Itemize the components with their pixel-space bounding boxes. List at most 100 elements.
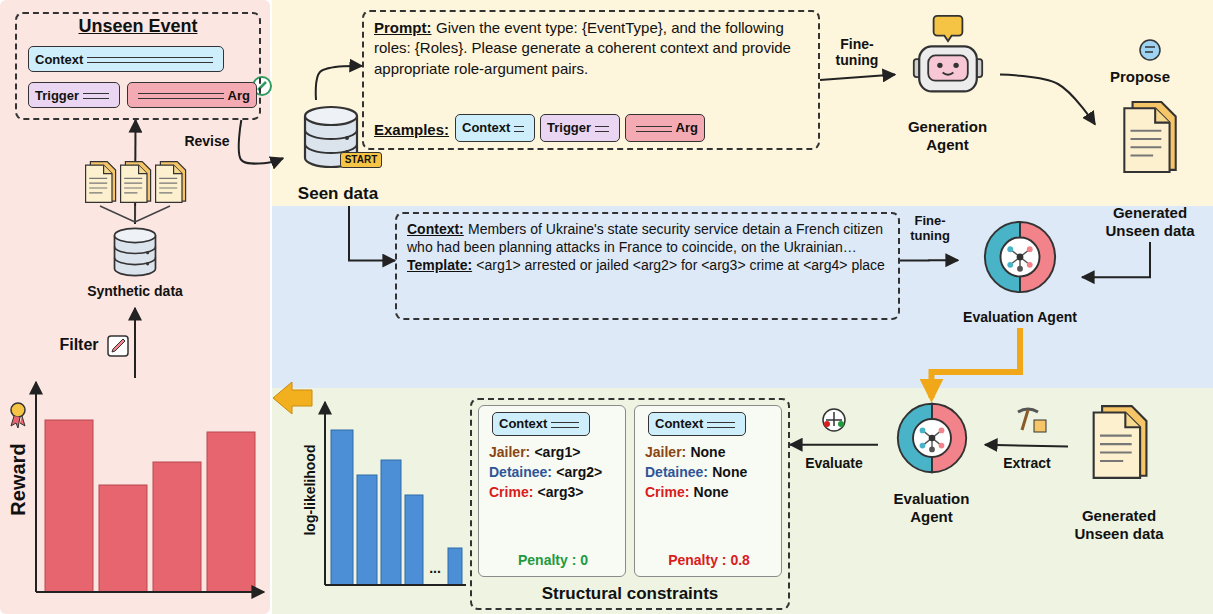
- data-node: Generated Unseen data: [1095, 95, 1205, 242]
- text-row: Penalty : 0.8: [645, 550, 773, 570]
- node-text: <arg1> arrested or jailed <arg2> for <ar…: [476, 257, 885, 273]
- text-row: Evaluation Agent: [878, 490, 985, 526]
- connector: [349, 206, 395, 261]
- evaluate-icon: [823, 409, 845, 431]
- node-text: Penalty : 0.8: [645, 550, 773, 570]
- node-text: Generated Unseen data: [1074, 507, 1163, 542]
- text-lines: [87, 53, 213, 65]
- text-row: Jailer:None: [645, 442, 773, 462]
- agent-node: Generation Agent: [895, 8, 1000, 156]
- plain-label: Filter: [52, 336, 106, 354]
- text-row: Evaluation Agent: [963, 309, 1077, 326]
- node-text: None: [694, 484, 729, 500]
- text-row: Unseen Event: [78, 16, 197, 37]
- data-node: Generated Unseen data: [1068, 400, 1170, 545]
- document-icon: [86, 162, 116, 203]
- node-text: <arg1>: [534, 444, 580, 460]
- node-text: Members of Ukraine's state security serv…: [407, 221, 883, 255]
- text-row: Arg: [228, 88, 250, 103]
- node-text: <arg2>: [556, 464, 602, 480]
- document-icon: [1094, 406, 1147, 478]
- text-lines: [514, 122, 524, 134]
- node-text: Jailer:: [489, 444, 530, 460]
- node-text: Detainee:: [489, 464, 552, 480]
- text-row: Context:Members of Ukraine's state secur…: [407, 220, 888, 256]
- trigger-box: Trigger: [540, 114, 620, 142]
- text-row: Synthetic data: [87, 283, 183, 300]
- prompt-box: Prompt:Given the event type: {EventType}…: [362, 10, 820, 150]
- text-row: Context: [655, 414, 703, 434]
- reward-chart: [11, 382, 264, 592]
- node-text: Unseen Event: [78, 16, 197, 36]
- text-row: Prompt:Given the event type: {EventType}…: [374, 18, 808, 79]
- text-row: Jailer:<arg1>: [489, 442, 617, 462]
- connector: [1082, 242, 1150, 277]
- robot-icon: [914, 16, 982, 92]
- node-text: Arg: [228, 88, 250, 103]
- edge-label: Fine-tuning: [827, 36, 887, 68]
- context-box: Context: [492, 412, 590, 436]
- text-row: Trigger: [547, 119, 591, 137]
- document-icon: [121, 162, 151, 203]
- edge-label: Revise: [180, 133, 234, 149]
- text-row: Context: [462, 119, 510, 137]
- node-text: Generated Unseen data: [1105, 204, 1194, 239]
- event-box: Unseen EventContextTrigger Arg: [15, 12, 261, 120]
- extract-icon: [1018, 409, 1046, 432]
- edge-label: Extract: [994, 455, 1060, 471]
- text-row: Generation Agent: [895, 118, 1000, 154]
- text-row: Context: [499, 414, 547, 434]
- text-row: Detainee:<arg2>: [489, 462, 617, 482]
- text-lines: [595, 122, 609, 134]
- text-row: Crime:<arg3>: [489, 482, 617, 502]
- loglik-chart: [325, 402, 466, 585]
- text-row: Trigger: [35, 88, 79, 103]
- text-lines: [551, 418, 579, 430]
- node-text: Arg: [676, 120, 698, 135]
- edge-label: Propose: [1105, 68, 1175, 85]
- node-text: Trigger: [547, 120, 591, 135]
- node-text: Evaluation Agent: [963, 309, 1077, 325]
- connector: [900, 259, 958, 261]
- filter-arrow: [134, 308, 136, 378]
- propose-icon: [1140, 40, 1160, 60]
- connector: [985, 445, 1068, 447]
- node-text: Context: [655, 416, 703, 431]
- synthetic-docs: [86, 162, 186, 222]
- database-node: Synthetic data: [80, 224, 190, 302]
- brain-icon: [898, 404, 966, 472]
- node-text: Prompt:: [374, 19, 432, 36]
- text-row: Detainee:None: [645, 462, 773, 482]
- node-text: Structural constraints: [542, 584, 719, 603]
- extraction-card: Jailer:NoneDetainee:NoneCrime:NonePenalt…: [634, 405, 782, 577]
- node-text: Trigger: [35, 88, 79, 103]
- node-text: Synthetic data: [87, 283, 183, 299]
- text-row: Seen data: [298, 184, 378, 204]
- text-row: Generated Unseen data: [1068, 507, 1170, 543]
- pencil-icon: [108, 336, 128, 356]
- connector: [820, 75, 895, 80]
- connector: [239, 120, 283, 164]
- brain-icon: [985, 222, 1055, 292]
- text-row: Penalty : 0: [489, 550, 617, 570]
- connector: [790, 444, 878, 446]
- edge-label: Evaluate: [798, 455, 870, 471]
- node-text: Context: [35, 52, 83, 67]
- text-lines: [707, 418, 735, 430]
- edge-label: Fine-tuning: [902, 214, 958, 244]
- constraints-box: Structural constraintsJailer:<arg1>Detai…: [470, 398, 790, 610]
- text-row: Crime:None: [645, 482, 773, 502]
- plain-label: Reward: [7, 440, 30, 520]
- node-text: Examples:: [374, 121, 449, 138]
- node-text: Jailer:: [645, 444, 686, 460]
- agent-node: Evaluation Agent: [878, 398, 985, 528]
- plain-label: log-likelihood: [302, 435, 318, 545]
- plain-label: ...: [424, 560, 446, 576]
- seen-example-box: Context:Members of Ukraine's state secur…: [395, 212, 900, 320]
- node-text: None: [690, 444, 725, 460]
- node-text: Crime:: [489, 484, 533, 500]
- context-box: Context: [648, 412, 746, 436]
- node-text: Seen data: [298, 184, 378, 203]
